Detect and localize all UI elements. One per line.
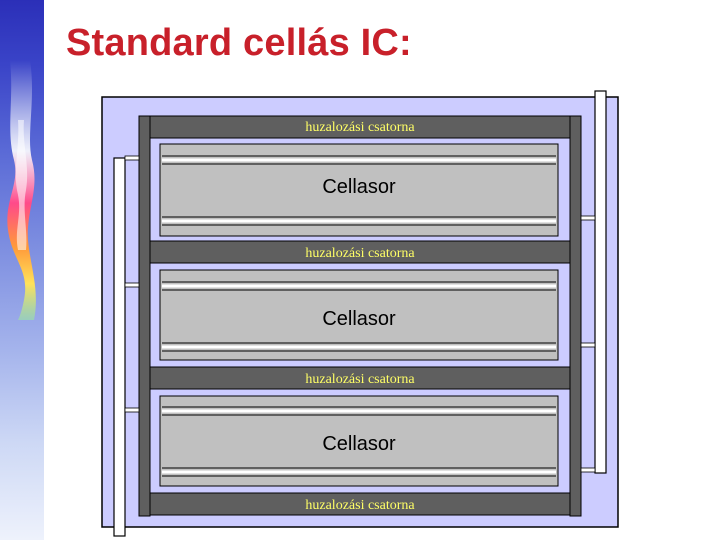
cell-row-group: [159, 143, 559, 237]
right-inner-rail: [569, 115, 582, 517]
cell-row-label: Cellasor: [322, 176, 396, 198]
cell-row-group: [159, 269, 559, 361]
left-vertical-rail: [113, 157, 126, 537]
routing-channel-label: huzalozási csatorna: [305, 372, 415, 387]
routing-channel: [149, 492, 571, 516]
right-stub: [580, 215, 596, 221]
routing-channel-label: huzalozási csatorna: [305, 120, 415, 135]
flame-decoration-icon: [7, 60, 36, 320]
routing-channel: [149, 115, 571, 139]
decorative-side-stripe: [0, 0, 44, 540]
right-vertical-rail: [594, 90, 607, 474]
cell-row-label: Cellasor: [322, 308, 396, 330]
cell-row-label: Cellasor: [322, 433, 396, 455]
right-stub: [580, 467, 596, 473]
right-stub: [580, 342, 596, 348]
cell-row-group: [159, 395, 559, 487]
left-stub: [124, 155, 140, 161]
left-inner-rail: [138, 115, 151, 517]
routing-channel: [149, 366, 571, 390]
slide-title: Standard cellás IC:: [66, 22, 412, 64]
routing-channel: [149, 240, 571, 264]
left-stub: [124, 282, 140, 288]
left-stub: [124, 407, 140, 413]
routing-channel-label: huzalozási csatorna: [305, 498, 415, 513]
routing-channel-label: huzalozási csatorna: [305, 246, 415, 261]
